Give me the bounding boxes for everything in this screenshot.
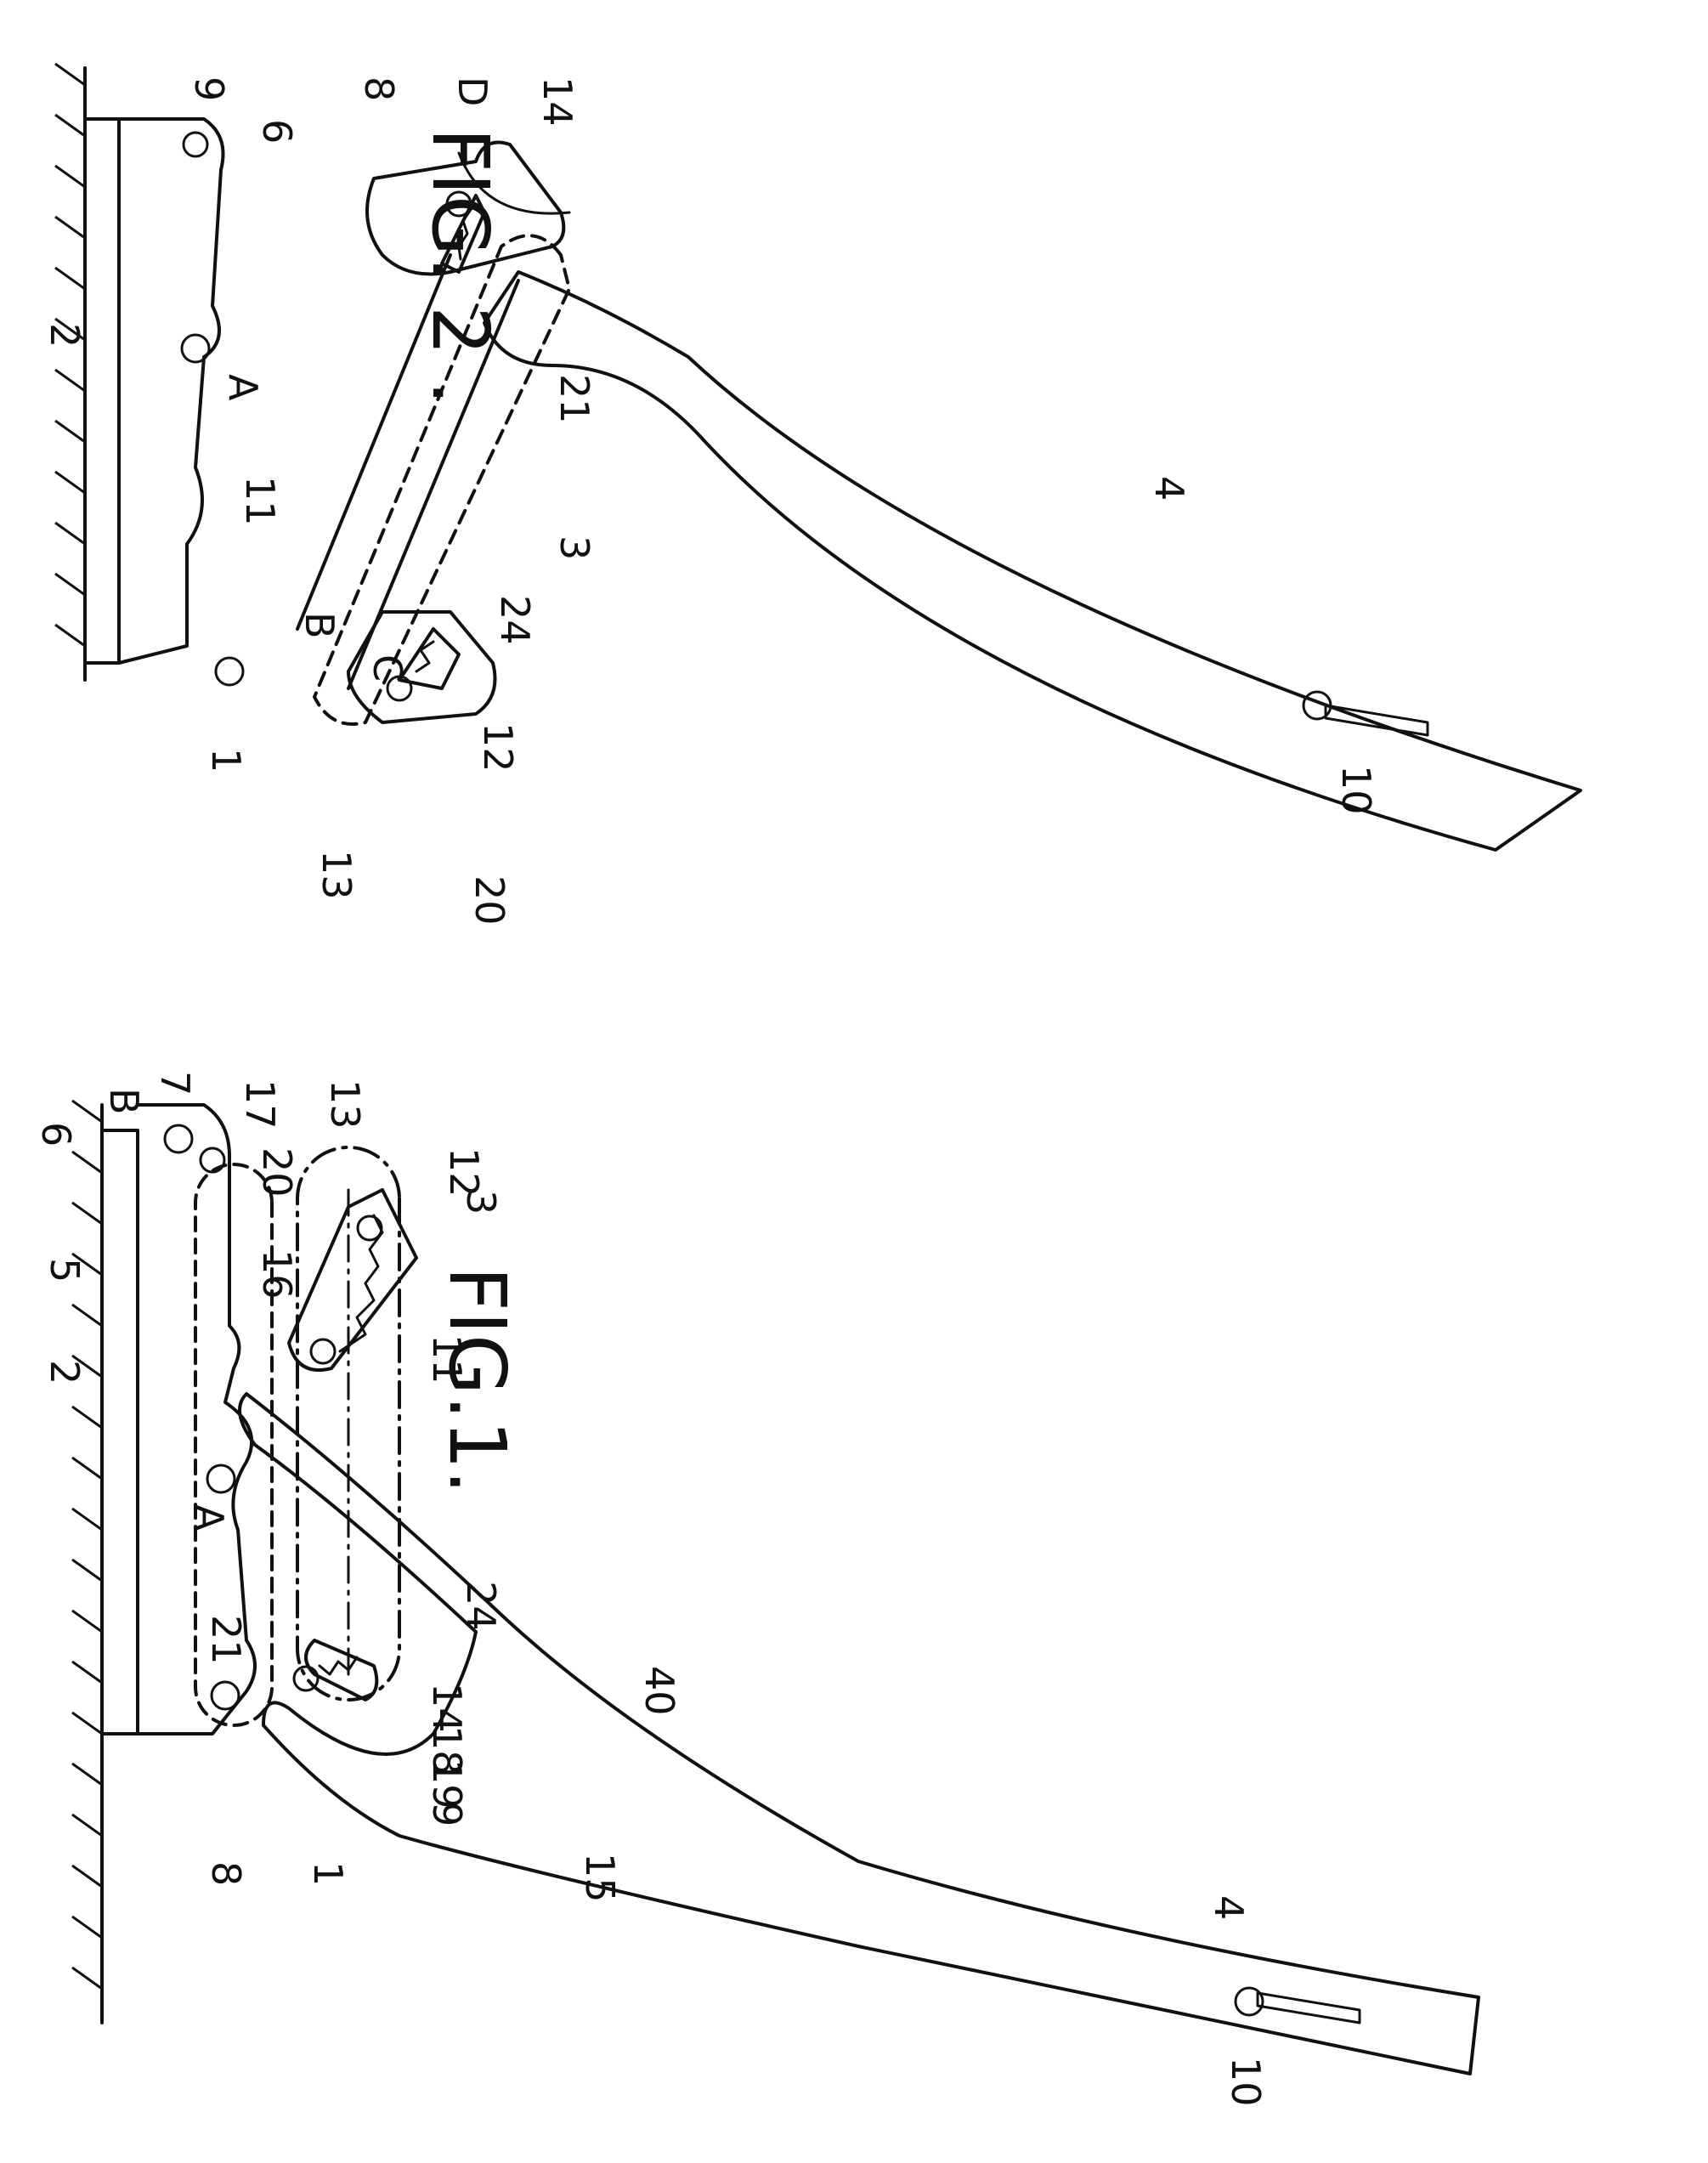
- svg-text:10: 10: [1333, 765, 1379, 815]
- svg-text:19: 19: [424, 1759, 470, 1809]
- fig2-rear-bracket: [347, 610, 497, 724]
- svg-text:12: 12: [475, 722, 521, 773]
- svg-text:7: 7: [152, 1071, 198, 1096]
- svg-text:4: 4: [1206, 1895, 1252, 1920]
- svg-text:8: 8: [203, 1861, 249, 1886]
- svg-text:9: 9: [186, 76, 232, 101]
- svg-text:20: 20: [254, 1147, 300, 1198]
- svg-text:C: C: [365, 654, 410, 682]
- svg-text:3: 3: [551, 535, 597, 560]
- fig2-backrest-arm: [483, 270, 1582, 852]
- svg-text:4: 4: [1146, 476, 1192, 501]
- fig1-labels: 4 10 15 40 14 18 19 9 1 8 21 24 A 11 3 2…: [33, 1071, 1269, 2107]
- svg-text:40: 40: [636, 1666, 682, 1716]
- fig1-toothed-slot-right: [292, 1639, 379, 1702]
- figure-2: FIG. 2 .: [42, 62, 1582, 926]
- svg-text:21: 21: [551, 374, 597, 424]
- fig1-link-3: [296, 1146, 401, 1702]
- svg-text:6: 6: [33, 1122, 79, 1147]
- svg-text:2: 2: [42, 323, 88, 348]
- svg-text:10: 10: [1223, 2057, 1269, 2107]
- fig2-ground: [54, 62, 121, 682]
- svg-text:15: 15: [577, 1853, 623, 1903]
- svg-text:B: B: [101, 1088, 147, 1115]
- svg-text:5: 5: [42, 1258, 88, 1283]
- svg-text:14: 14: [534, 76, 580, 127]
- svg-text:21: 21: [203, 1615, 249, 1665]
- fig1-ground: [71, 1099, 139, 2024]
- svg-text:13: 13: [314, 850, 359, 900]
- figure-1: FIG.1.: [33, 1071, 1480, 2107]
- svg-text:18: 18: [424, 1725, 470, 1775]
- svg-text:D: D: [450, 76, 495, 106]
- svg-text:3: 3: [458, 1190, 504, 1215]
- fig2-labels: 10 4 14 D 8 9 6 21 A 2 11 3 24 B C 12 20…: [42, 76, 1379, 926]
- svg-text:A: A: [186, 1504, 232, 1532]
- svg-text:12: 12: [441, 1147, 487, 1198]
- svg-text:6: 6: [254, 119, 300, 144]
- svg-text:2: 2: [42, 1360, 88, 1384]
- svg-text:14: 14: [424, 1683, 470, 1733]
- svg-text:13: 13: [322, 1079, 368, 1130]
- svg-text:24: 24: [458, 1581, 504, 1631]
- svg-text:1: 1: [305, 1861, 351, 1886]
- fig1-base-plate: [136, 1103, 257, 1735]
- svg-text:B: B: [297, 612, 342, 639]
- fig2-front-bracket: [365, 140, 566, 276]
- svg-text:A: A: [220, 374, 266, 401]
- svg-text:11: 11: [424, 1334, 470, 1384]
- svg-text:1: 1: [203, 748, 249, 773]
- fig2-base-plate: [117, 117, 225, 665]
- svg-text:24: 24: [492, 595, 538, 645]
- svg-text:8: 8: [356, 76, 402, 101]
- svg-text:20: 20: [467, 875, 512, 926]
- fig1-toothed-slot-left: [287, 1188, 418, 1372]
- svg-text:16: 16: [254, 1249, 300, 1299]
- svg-text:11: 11: [237, 476, 283, 526]
- fig1-title: FIG.1.: [432, 1266, 523, 1494]
- svg-text:9: 9: [424, 1802, 470, 1826]
- fig1-backrest-arm: [238, 1392, 1480, 2075]
- svg-text:17: 17: [237, 1079, 283, 1130]
- fig2-link-3: [313, 234, 571, 726]
